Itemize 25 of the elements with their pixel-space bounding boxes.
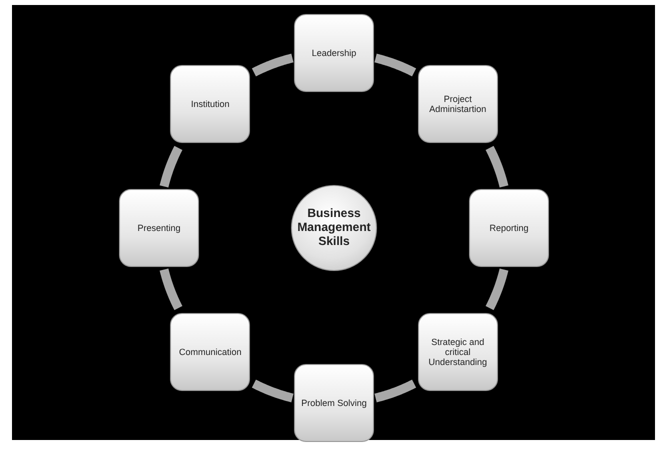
skill-label: Presenting xyxy=(137,223,181,233)
skill-label: Institution xyxy=(190,99,230,110)
ring-connector xyxy=(160,145,182,189)
ring-connector xyxy=(373,54,417,76)
skill-box xyxy=(294,14,374,92)
skill-label: Strategic and critical Understanding xyxy=(427,336,488,367)
skill-box xyxy=(170,312,250,391)
skill-box xyxy=(418,65,498,144)
skill-label: Communication xyxy=(178,346,242,357)
skill-box xyxy=(119,189,199,267)
skill-label: Leadership xyxy=(312,48,356,58)
skill-box xyxy=(294,364,374,442)
skill-label: Problem Solving xyxy=(301,398,367,408)
ring-connector xyxy=(486,267,508,311)
skill-box xyxy=(418,312,498,391)
skill-label: Project Administartion xyxy=(428,94,488,114)
ring-connector xyxy=(251,54,295,76)
skill-box xyxy=(469,189,549,267)
hub-title: Business Management Skills xyxy=(296,207,372,249)
ring-connector xyxy=(486,145,508,189)
ring-connector xyxy=(373,380,417,402)
skill-box xyxy=(170,65,250,144)
skill-label: Reporting xyxy=(489,223,529,233)
ring-connector xyxy=(160,267,182,311)
ring-connector xyxy=(251,380,295,402)
